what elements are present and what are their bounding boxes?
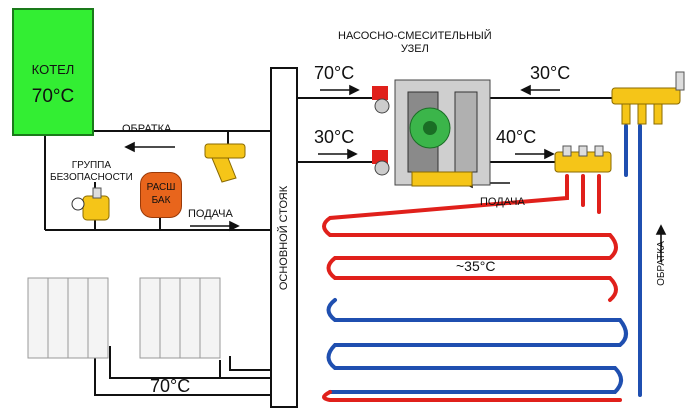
radiator-supply-pipe: [109, 346, 270, 379]
radiator-left: [27, 277, 109, 359]
label-supply-left: ПОДАЧА: [188, 208, 233, 220]
temp-bottom: 70°C: [150, 376, 191, 396]
pump-unit-title: НАСОСНО-СМЕСИТЕЛЬНЫЙ УЗЕЛ: [338, 30, 492, 55]
temp-supply-mid: 40°C: [496, 127, 537, 147]
label-supply-right: ПОДАЧА: [480, 196, 525, 208]
safety-group-label: ГРУППА БЕЗОПАСНОСТИ: [50, 160, 133, 183]
temp-return-mid: 30°C: [314, 127, 355, 147]
manifold-bottom: [554, 145, 612, 173]
temp-return-top: 30°C: [530, 63, 571, 83]
boiler-temp: 70°C: [31, 86, 75, 107]
expansion-tank: РАСШ БАК: [140, 172, 182, 218]
label-return-vertical: ОБРАТКА: [655, 241, 667, 286]
floor-loops: [322, 124, 642, 402]
boiler: КОТЕЛ 70°C: [12, 8, 94, 136]
main-riser: ОСНОВНОЙ СТОЯК: [270, 67, 298, 408]
temp-supply-top: 70°C: [314, 63, 355, 83]
boiler-label: КОТЕЛ: [31, 62, 75, 77]
tank-label: РАСШ БАК: [146, 182, 176, 206]
supply-valve-icon: [372, 86, 388, 100]
safety-group-icon: [71, 187, 110, 221]
floor-loop-return: [326, 124, 642, 397]
label-return-left: ОБРАТКА: [122, 123, 172, 135]
riser-label: ОСНОВНОЙ СТОЯК: [278, 185, 290, 290]
floor-loop-supply: [322, 174, 618, 302]
strainer-icon: [204, 143, 246, 183]
floor-temp: ~35°C: [456, 258, 496, 274]
radiator-return-pipe: [94, 356, 270, 396]
pump-mixing-unit: [372, 79, 491, 187]
radiator-right: [139, 277, 221, 359]
return-valve-icon: [372, 150, 388, 164]
manifold-top: [611, 71, 685, 125]
